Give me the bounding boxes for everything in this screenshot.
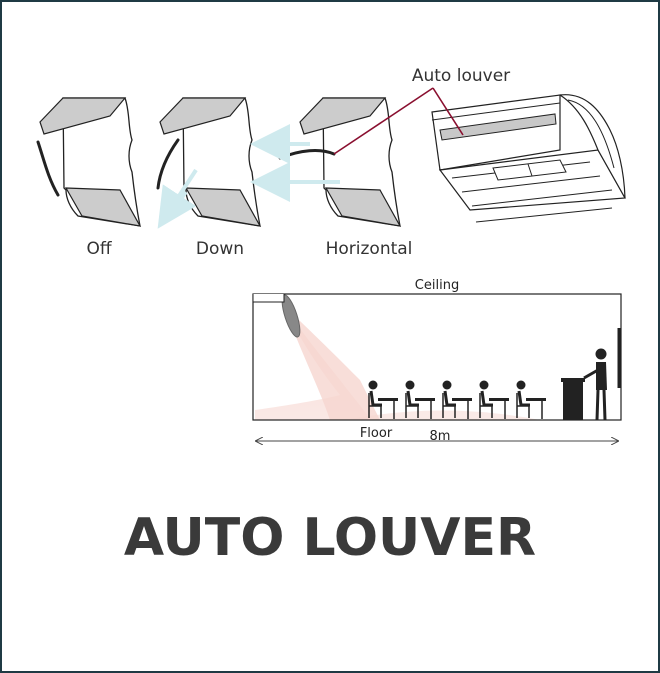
callout-auto-louver: Auto louver: [412, 66, 510, 86]
seated-person: [405, 380, 435, 419]
podium: [563, 380, 583, 420]
page-title: AUTO LOUVER: [123, 508, 537, 568]
seated-person: [442, 380, 472, 419]
seated-person: [368, 380, 398, 419]
mode-label-off: Off: [86, 239, 112, 259]
louver-down-view: [156, 97, 262, 229]
width-label: 8m: [430, 429, 451, 444]
louver-horizontal-view: [250, 97, 402, 227]
room-section: Ceiling Floor 8m: [252, 278, 622, 444]
mode-label-horizontal: Horizontal: [326, 239, 413, 259]
mode-label-down: Down: [196, 239, 244, 259]
room-outline: [252, 293, 622, 421]
standing-speaker: [583, 348, 607, 421]
ac-unit-illustration: [431, 94, 626, 223]
callout-line-to-louver: [333, 87, 464, 155]
seated-person: [479, 380, 509, 419]
louver-off-view: [36, 97, 142, 227]
seated-person: [516, 380, 546, 419]
ceiling-label: Ceiling: [415, 278, 459, 293]
floor-label: Floor: [360, 426, 393, 441]
